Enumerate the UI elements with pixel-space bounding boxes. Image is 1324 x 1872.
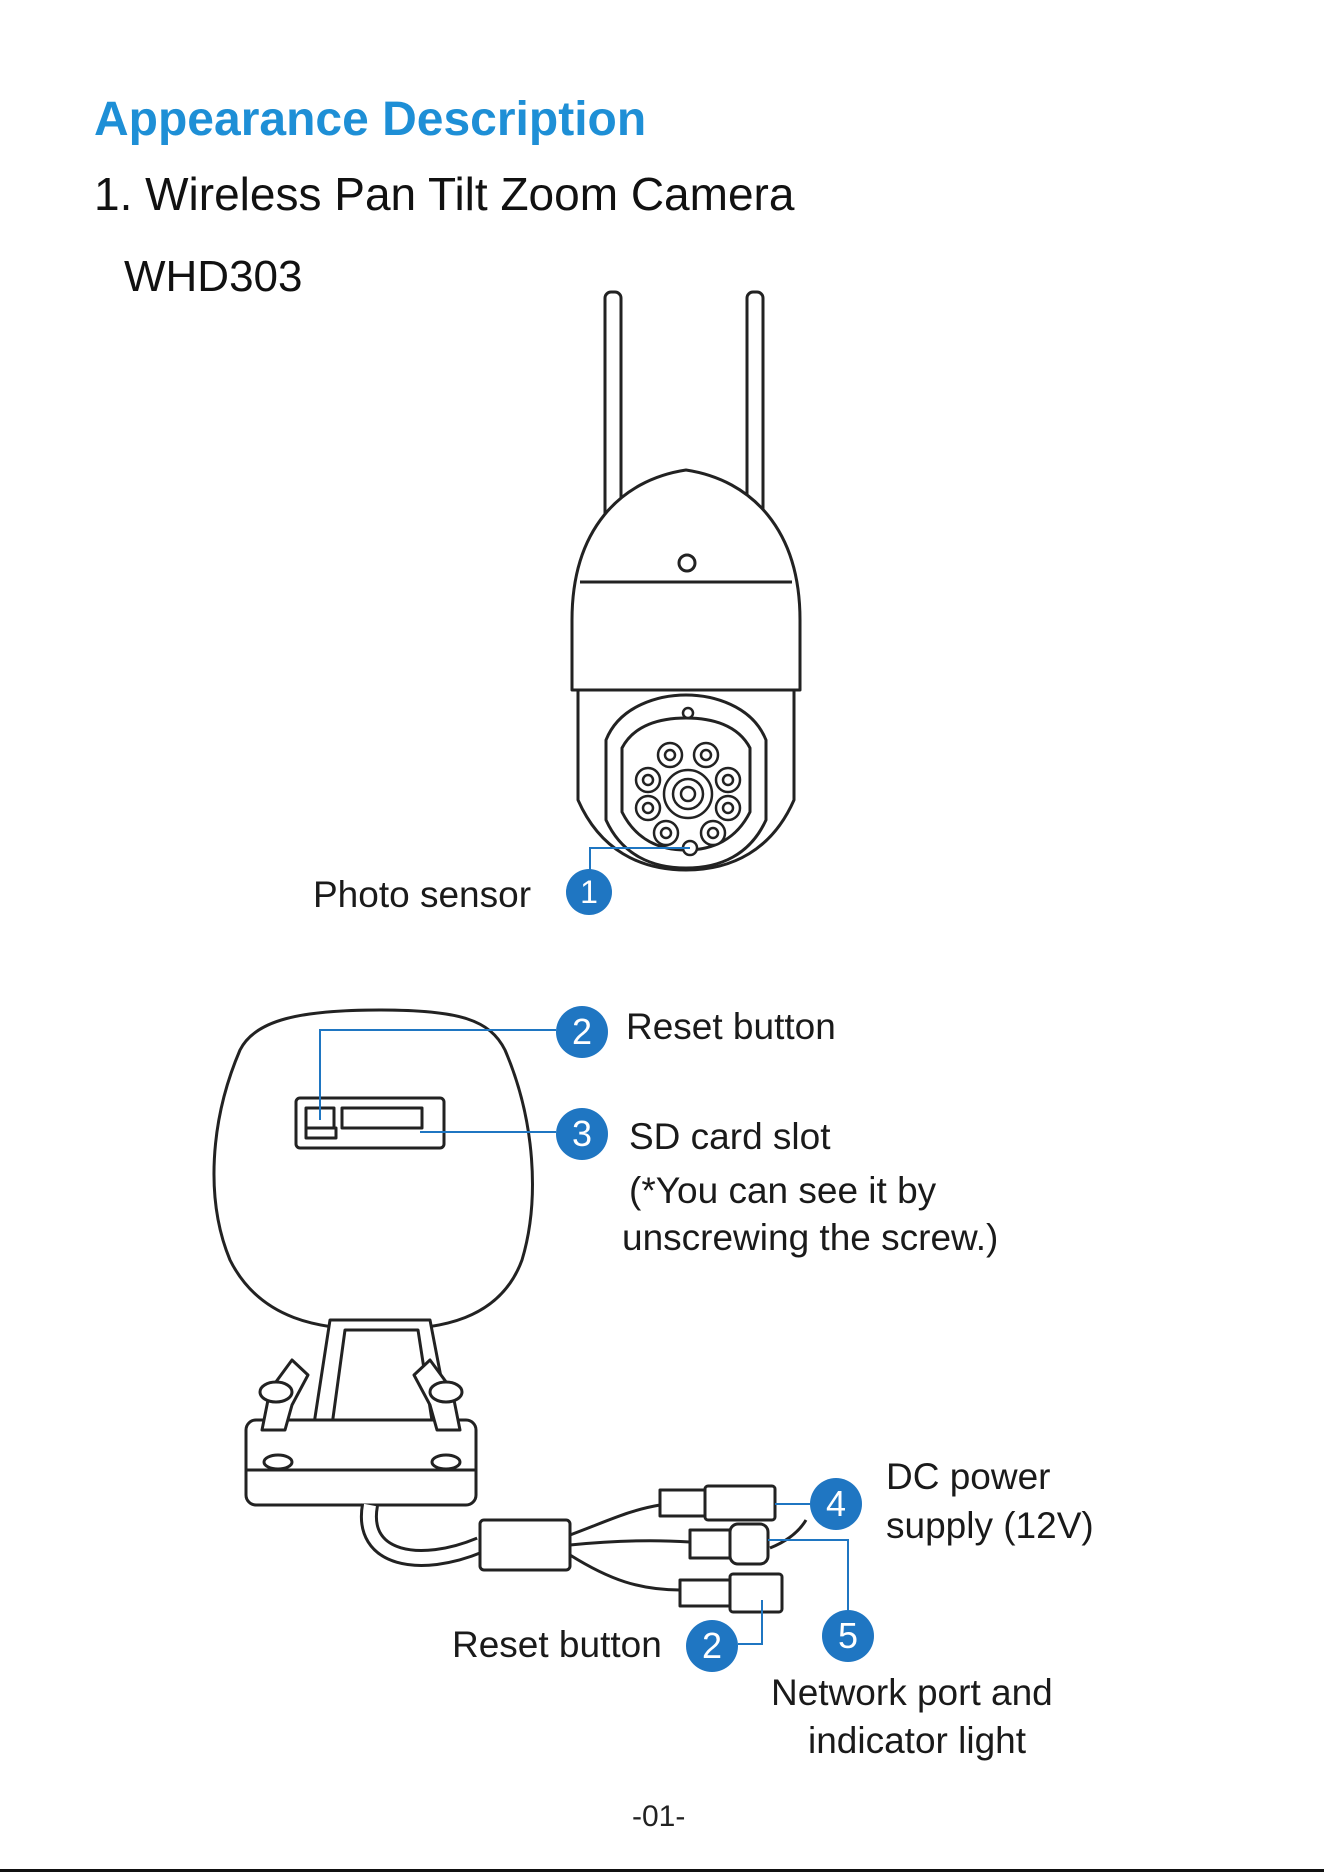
label-reset-button-cable: Reset button <box>452 1624 662 1667</box>
callout-badge-2: 2 <box>556 1006 608 1058</box>
label-dc-power-line2: supply (12V) <box>886 1505 1094 1548</box>
mic-hole <box>679 555 695 571</box>
label-reset-button: Reset button <box>626 1006 836 1049</box>
label-network-port-line1: Network port and <box>771 1672 1053 1715</box>
label-sd-card-slot: SD card slot <box>629 1116 831 1159</box>
camera-back-body <box>214 1010 532 1330</box>
callout-badge-3: 3 <box>556 1108 608 1160</box>
cable-junction <box>480 1520 570 1570</box>
callout-badge-2-cable: 2 <box>686 1620 738 1672</box>
sd-note-line2: unscrewing the screw.) <box>622 1217 998 1260</box>
callout-badge-4: 4 <box>810 1478 862 1530</box>
callout-badge-5: 5 <box>822 1610 874 1662</box>
callout-badge-1: 1 <box>566 869 612 915</box>
page-number: -01- <box>632 1800 685 1835</box>
label-photo-sensor: Photo sensor <box>313 874 531 917</box>
dc-connector <box>660 1486 775 1520</box>
network-connector <box>690 1524 768 1564</box>
label-dc-power-line1: DC power <box>886 1456 1051 1499</box>
label-network-port-line2: indicator light <box>808 1720 1026 1763</box>
sd-note-line1: (*You can see it by <box>629 1170 936 1213</box>
reset-connector <box>680 1574 782 1612</box>
